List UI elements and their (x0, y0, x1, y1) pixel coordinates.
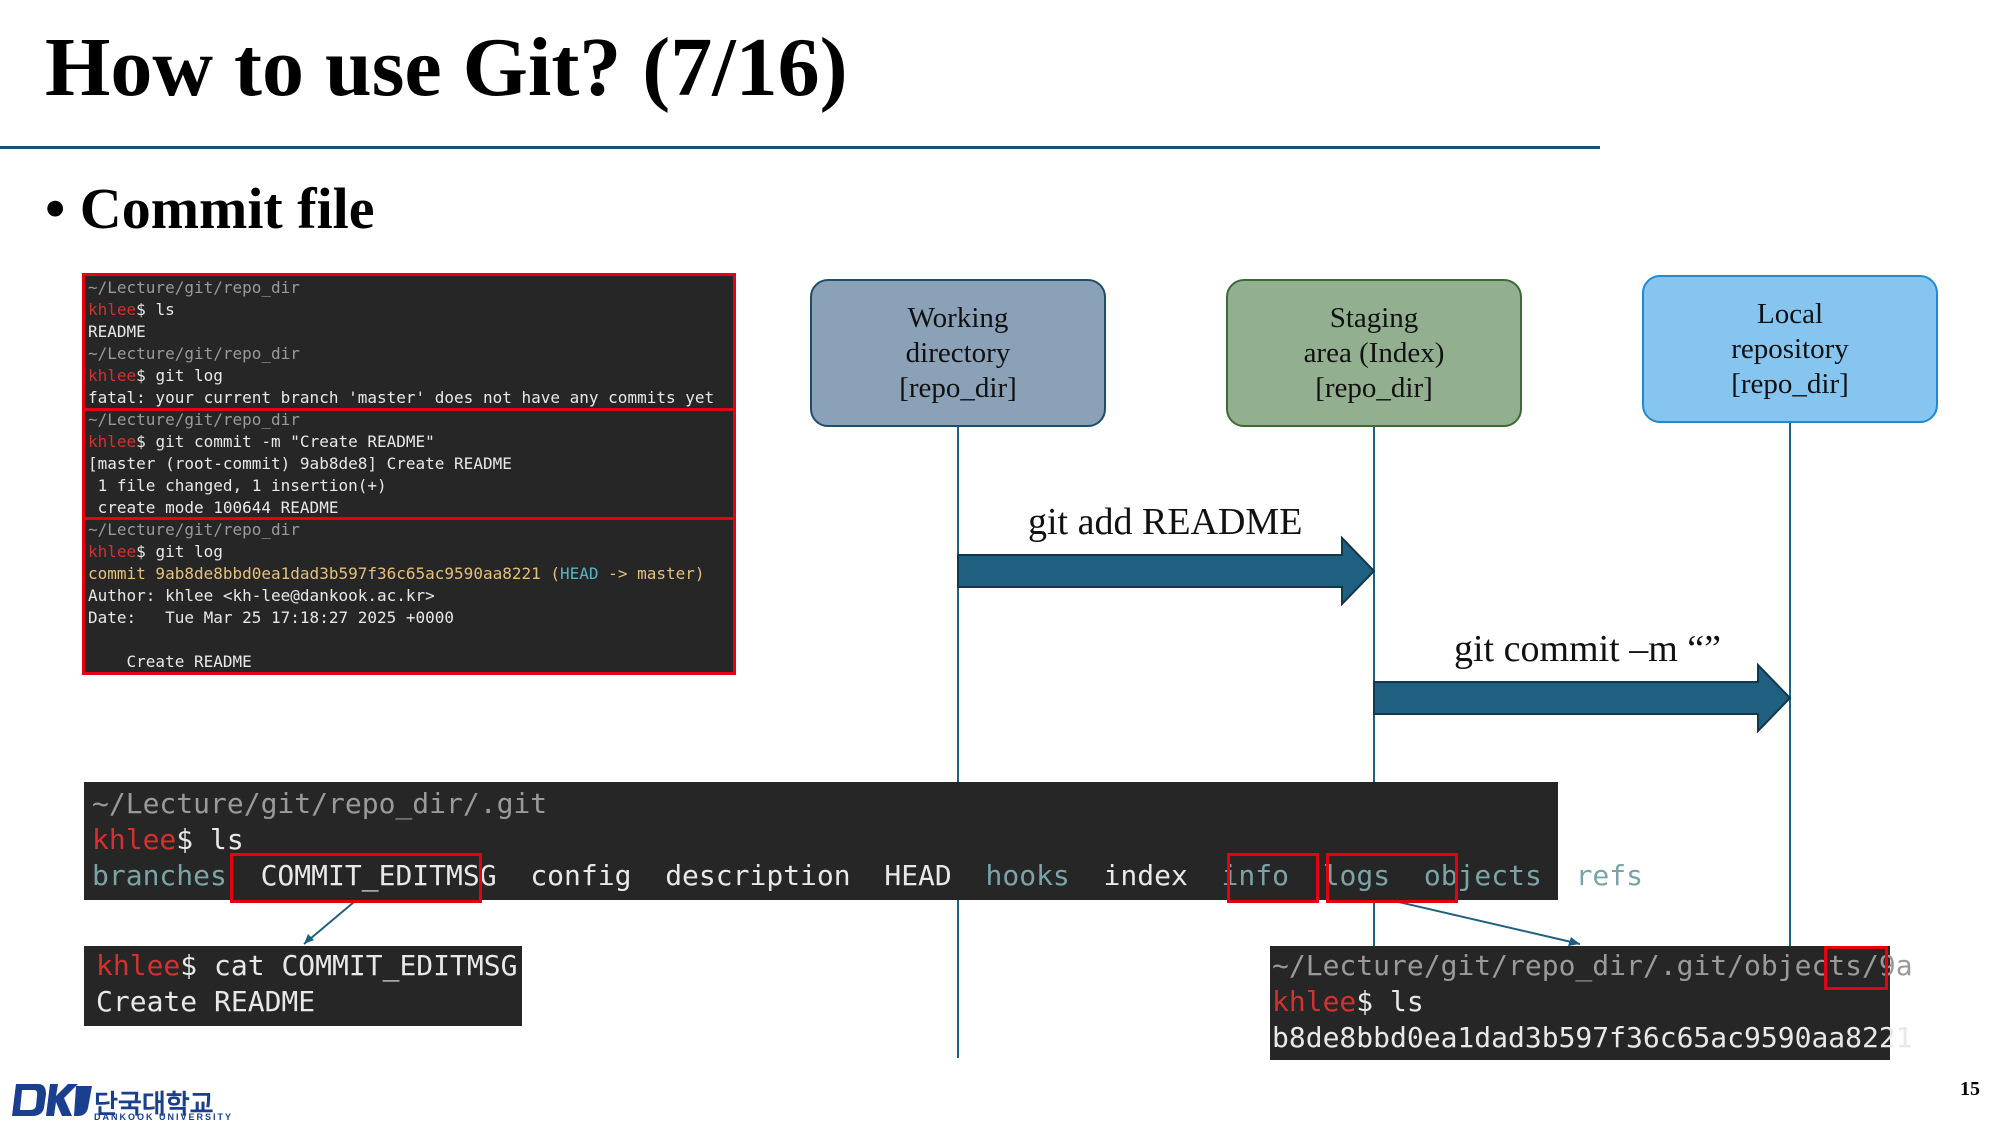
prompt-command: $ git log (136, 366, 223, 385)
terminal-line: khlee$ ls (88, 299, 730, 321)
terminal-line: Date: Tue Mar 25 17:18:27 2025 +0000 (88, 608, 455, 627)
box-label: Working (907, 301, 1009, 334)
file-entry: HEAD (884, 859, 952, 892)
prompt-user: khlee (92, 823, 177, 856)
page-number: 15 (1960, 1078, 1980, 1100)
git-commit-arrow (1373, 662, 1792, 734)
terminal-line: khlee$ cat COMMIT_EDITMSG (96, 948, 517, 984)
title-divider (0, 146, 1600, 149)
dku-logo-icon (12, 1084, 92, 1116)
bullet-heading: • Commit file (45, 176, 375, 241)
head-ref: HEAD (560, 564, 599, 583)
box-label: Staging (1329, 301, 1419, 334)
box-label: [repo_dir] (1731, 367, 1849, 400)
box-label: directory (905, 336, 1011, 369)
dir-entry: hooks (985, 859, 1070, 892)
highlight-commit-editmsg (230, 853, 482, 903)
prompt-command: $ git commit -m "Create README" (136, 432, 435, 451)
git-add-label: git add README (1028, 501, 1303, 543)
dir-entry: logs (1322, 859, 1391, 892)
dir-entry: branches (92, 859, 227, 892)
file-entry: index (1103, 859, 1188, 892)
git-add-arrow (957, 535, 1376, 607)
file-entry: config (530, 859, 632, 892)
terminal-line: Author: khlee <kh-lee@dankook.ac.kr> (88, 586, 435, 605)
ref-arrow: -> (598, 564, 638, 583)
prompt-command: $ git log (136, 542, 223, 561)
university-name-korean: 단국대학교 (94, 1089, 214, 1119)
object-dir: 9a (1878, 949, 1913, 982)
terminal-commit-session: ~/Lecture/git/repo_dir khlee$ ls README … (82, 273, 736, 675)
box-label: [repo_dir] (899, 371, 1017, 404)
terminal-line: create mode 100644 README (88, 498, 339, 517)
terminal-line: fatal: your current branch 'master' does… (88, 388, 715, 407)
prompt-command: $ ls (1356, 985, 1424, 1018)
prompt-user: khlee (96, 949, 181, 982)
terminal-line: ~/Lecture/git/repo_dir (88, 344, 300, 363)
paren: ) (694, 564, 705, 583)
terminal-line: branches COMMIT_EDITMSG config descripti… (92, 858, 1643, 894)
terminal-line: khlee$ git commit -m "Create README" (88, 431, 730, 453)
commit-hash: commit 9ab8de8bbd0ea1dad3b597f36c65ac959… (88, 564, 541, 583)
terminal-line: ~/Lecture/git/repo_dir (88, 410, 300, 429)
terminal-line: commit 9ab8de8bbd0ea1dad3b597f36c65ac959… (88, 563, 730, 585)
terminal-line: 1 file changed, 1 insertion(+) (88, 476, 387, 495)
prompt-command: $ ls (176, 823, 244, 856)
highlight-logs (1227, 853, 1319, 903)
terminal-line: ~/Lecture/git/repo_dir/.git/objects/9a (1272, 948, 1913, 984)
highlight-object-dir (1824, 946, 1888, 990)
objects-connector (1389, 899, 1581, 945)
terminal-cat-editmsg: khlee$ cat COMMIT_EDITMSG Create README (84, 946, 522, 1026)
terminal-line: khlee$ git log (88, 365, 730, 387)
terminal-line: ~/Lecture/git/repo_dir (88, 278, 300, 297)
prompt-command: $ cat COMMIT_EDITMSG (180, 949, 518, 982)
file-entry: COMMIT_EDITMSG (260, 859, 497, 892)
prompt-user: khlee (88, 542, 137, 561)
terminal-line: ~/Lecture/git/repo_dir (88, 520, 300, 539)
terminal-line: Create README (88, 652, 252, 671)
highlight-objects (1326, 853, 1458, 903)
dir-entry: refs (1575, 859, 1644, 892)
terminal-line: ~/Lecture/git/repo_dir/.git (92, 787, 548, 820)
editmsg-connector (303, 901, 355, 945)
prompt-user: khlee (88, 366, 137, 385)
object-path: ~/Lecture/git/repo_dir/.git/objects/ (1272, 949, 1879, 982)
terminal-line: b8de8bbd0ea1dad3b597f36c65ac9590aa8221 (1272, 1021, 1913, 1054)
dir-entry: info (1221, 859, 1289, 892)
box-label: repository (1731, 332, 1849, 365)
box-label: area (Index) (1303, 336, 1445, 369)
branch-ref: master (637, 564, 695, 583)
university-name-english: DANKOOK UNIVERSITY (94, 1112, 234, 1122)
prompt-command: $ ls (136, 300, 175, 319)
prompt-user: khlee (1272, 985, 1357, 1018)
terminal-line: khlee$ ls (1272, 984, 1888, 1020)
editmsg-connector-head (304, 934, 314, 944)
box-label: [repo_dir] (1315, 371, 1433, 404)
slide-title: How to use Git? (7/16) (45, 21, 848, 114)
terminal-line: [master (root-commit) 9ab8de8] Create RE… (88, 454, 512, 473)
box-label: Local (1756, 297, 1823, 330)
highlight-box-log (82, 517, 736, 675)
prompt-user: khlee (88, 300, 137, 319)
terminal-git-dir: ~/Lecture/git/repo_dir/.git khlee$ ls br… (84, 782, 1643, 900)
git-commit-label: git commit –m “” (1454, 628, 1722, 670)
terminal-objects: ~/Lecture/git/repo_dir/.git/objects/9a k… (1270, 946, 1913, 1060)
objects-connector-head (1568, 937, 1580, 946)
terminal-line: khlee$ git log (88, 541, 730, 563)
terminal-line: khlee$ ls (92, 822, 1550, 858)
paren: ( (540, 564, 561, 583)
dir-entry: objects (1423, 859, 1542, 892)
terminal-line: Create README (96, 985, 316, 1018)
prompt-user: khlee (88, 432, 137, 451)
file-entry: description (665, 859, 851, 892)
terminal-line: README (88, 322, 146, 341)
